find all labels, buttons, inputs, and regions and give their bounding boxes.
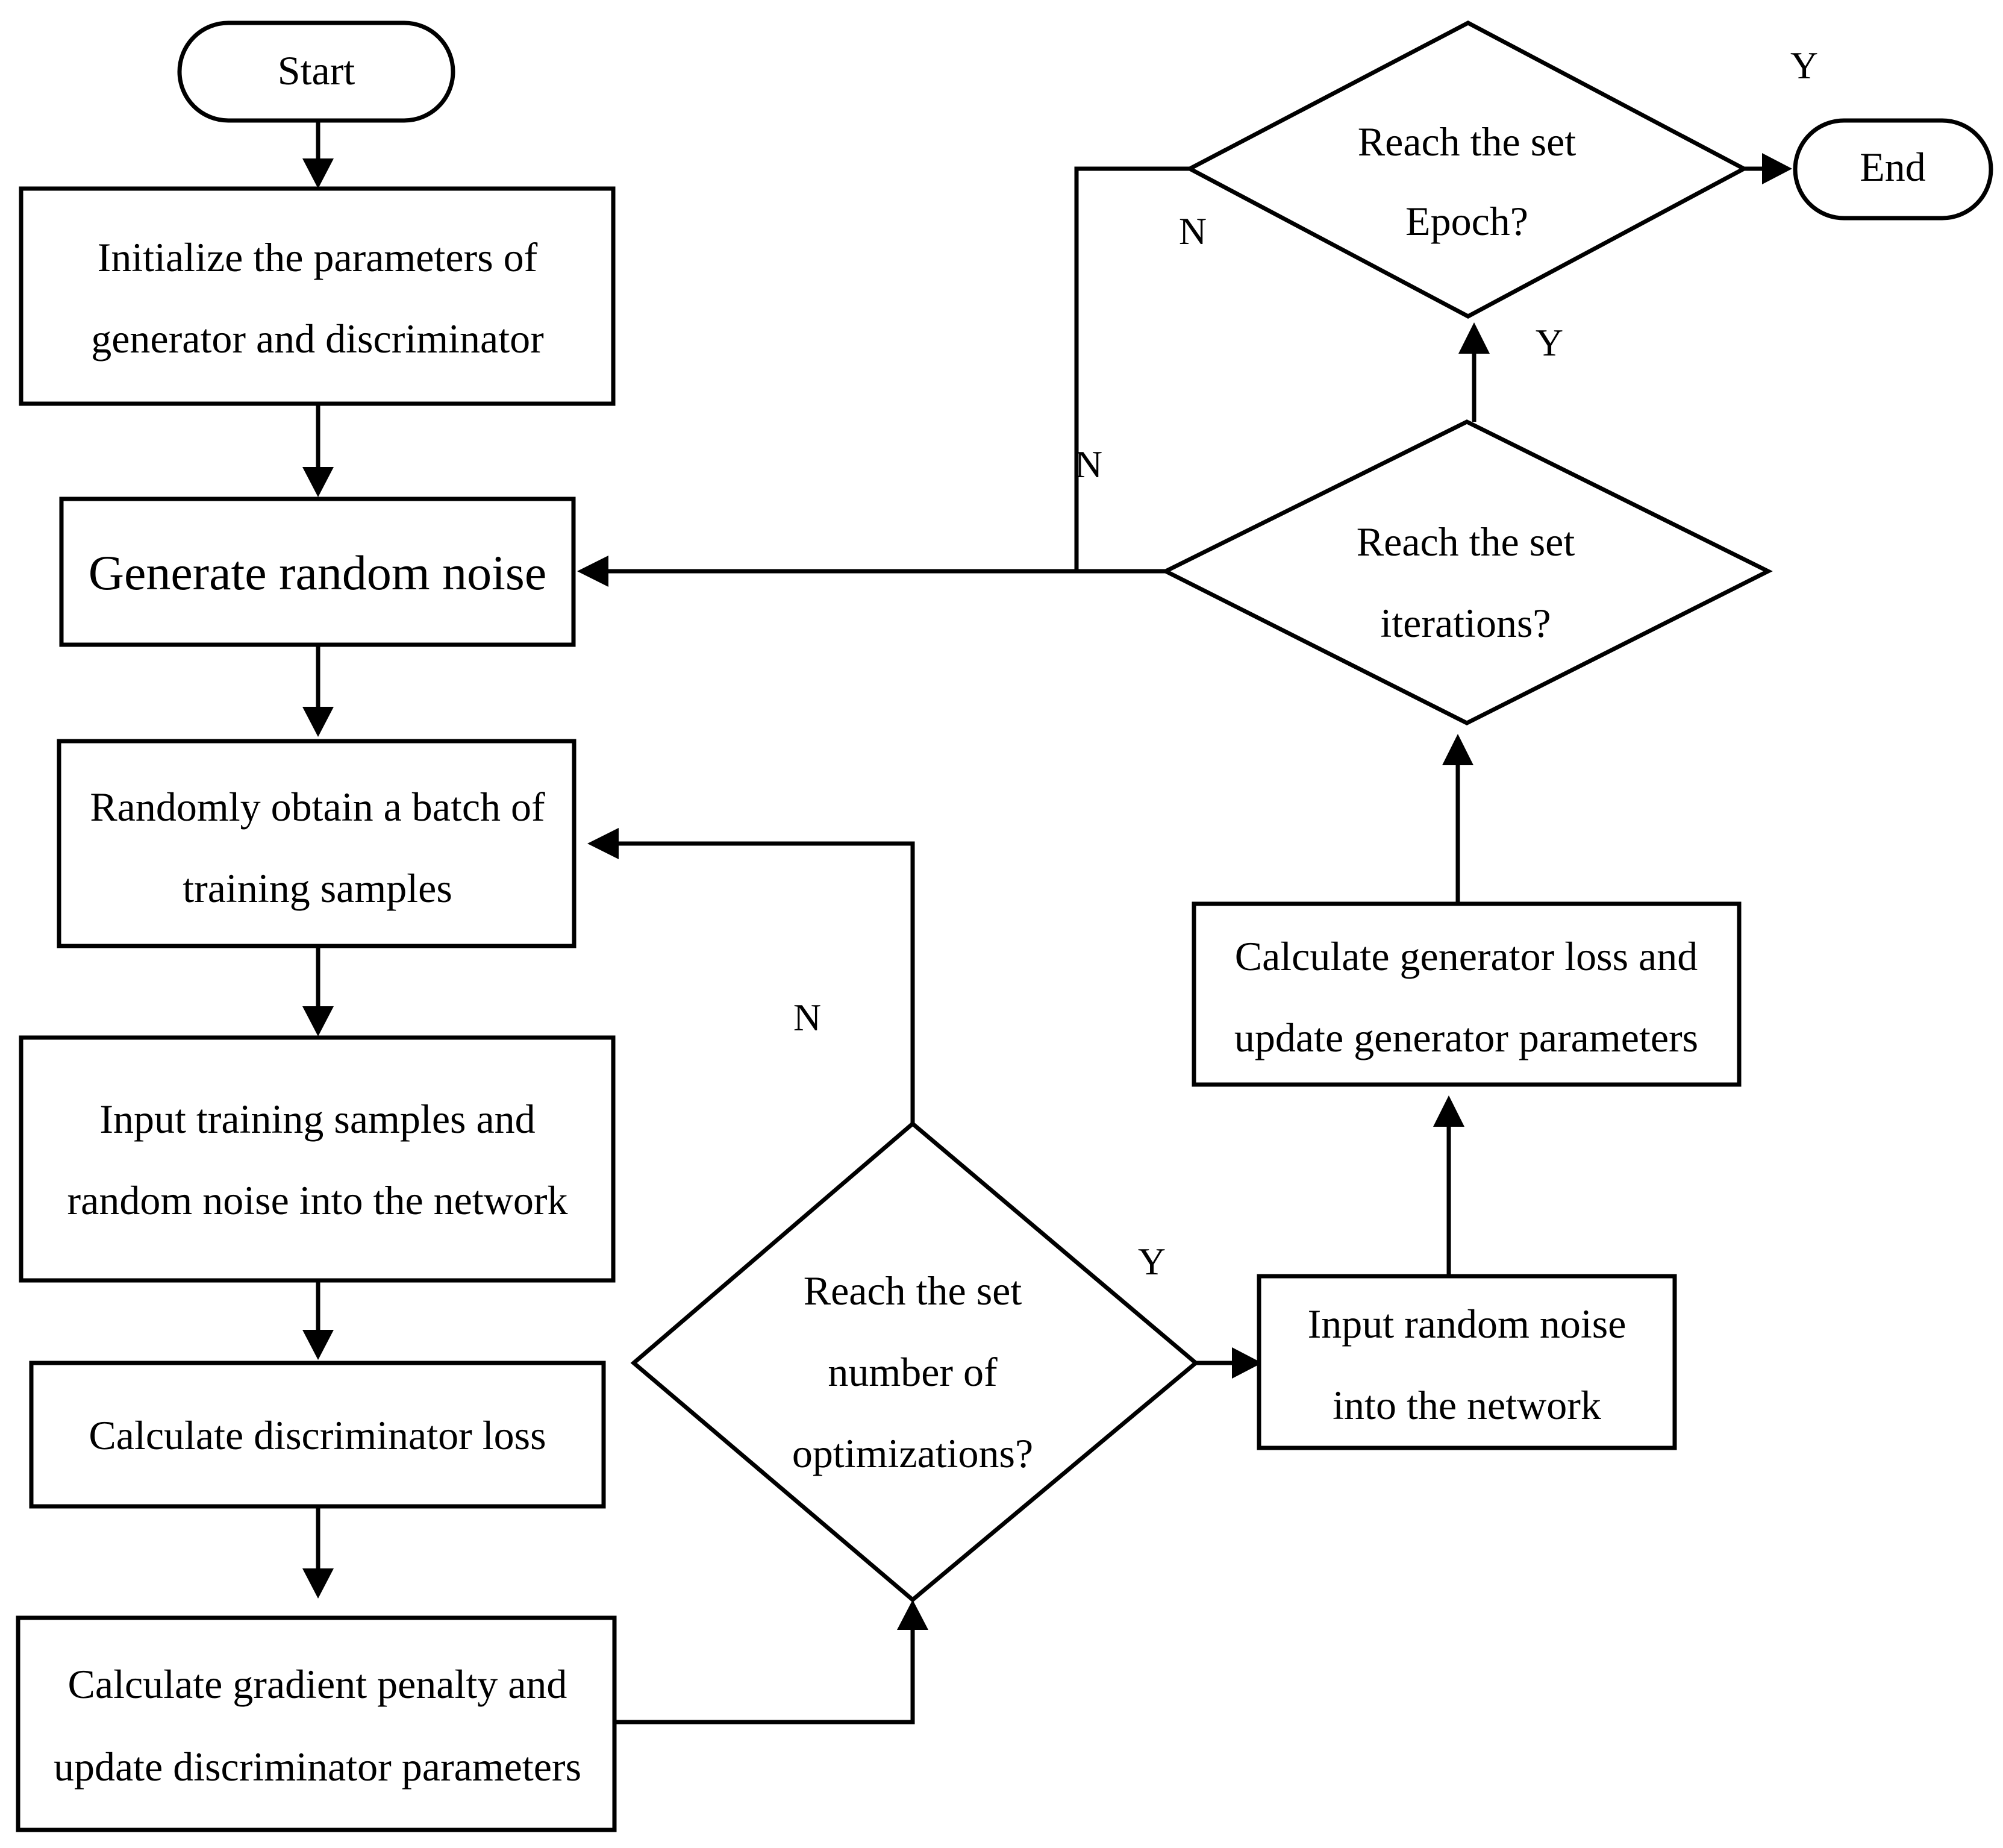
random-batch-box [57,739,577,948]
epoch-no-label: N [1179,210,1207,252]
iterations-decision-line2: iterations? [1380,600,1551,646]
iterations-no-label: N [1075,443,1102,486]
edge-epochdecision-no [1074,166,1190,571]
generator-loss-line2: update generator parameters [1234,1015,1698,1060]
start-label: Start [278,48,355,93]
edge-optdecision-no [616,841,915,1124]
generate-noise-label: Generate random noise [89,545,546,600]
arrowhead-noiseinput [1232,1347,1262,1379]
init-params-line2: generator and discriminator [91,316,544,362]
start-terminal [177,20,455,123]
input-noise-line1: Input random noise [1308,1301,1626,1347]
optimizations-decision-line2: number of [828,1349,998,1395]
input-samples-box [19,1035,616,1283]
epoch-decision-line2: Epoch? [1405,198,1528,244]
gradient-penalty-line2: update discriminator parameters [54,1744,581,1790]
arrowhead-discloss [302,1330,334,1360]
input-noise-line2: into the network [1333,1382,1601,1428]
end-label: End [1860,144,1926,190]
gradient-penalty-line1: Calculate gradient penalty and [68,1661,567,1707]
arrowhead-end [1762,153,1792,184]
generate-noise-box [59,496,576,647]
optimizations-yes-label: Y [1138,1240,1166,1283]
arrowhead-noise [302,467,334,497]
arrowhead-optdecision [897,1600,928,1630]
arrowhead-batch [302,707,334,737]
iterations-decision [1161,419,1773,725]
arrowhead-input [302,1006,334,1036]
arrowhead-init [302,158,334,189]
random-batch-line1: Randomly obtain a batch of [90,784,545,830]
optimizations-decision [630,1121,1199,1603]
arrowheads [302,153,1792,1630]
optimizations-decision-line3: optimizations? [792,1430,1033,1476]
optimizations-decision-line1: Reach the set [804,1268,1022,1314]
input-samples-line1: Input training samples and [99,1096,535,1142]
arrowhead-grad [302,1568,334,1599]
epoch-decision [1185,20,1749,319]
iterations-yes-label: Y [1536,321,1563,364]
arrowhead-noise-loop [577,556,608,587]
gradient-penalty-box [16,1615,617,1832]
input-noise-box [1257,1274,1677,1450]
connectors [316,121,1765,1724]
arrowhead-iterdecision [1442,734,1473,765]
generator-loss-line1: Calculate generator loss and [1235,933,1698,979]
arrowhead-genloss [1433,1095,1464,1127]
iterations-decision-line1: Reach the set [1357,519,1575,565]
discriminator-loss-label: Calculate discriminator loss [89,1412,546,1458]
end-terminal [1793,118,1993,221]
init-params-line1: Initialize the parameters of [98,234,538,280]
edge-grad-optdecision [614,1627,915,1724]
arrowhead-epochdecision [1458,322,1490,354]
generator-loss-box [1192,901,1742,1087]
optimizations-no-label: N [793,996,821,1039]
init-params-box [19,186,616,406]
arrowhead-batch-loop [587,828,619,859]
epoch-decision-line1: Reach the set [1358,119,1576,164]
discriminator-loss-box [29,1361,606,1509]
input-samples-line2: random noise into the network [67,1177,568,1223]
random-batch-line2: training samples [183,865,452,911]
epoch-yes-label: Y [1790,44,1818,87]
